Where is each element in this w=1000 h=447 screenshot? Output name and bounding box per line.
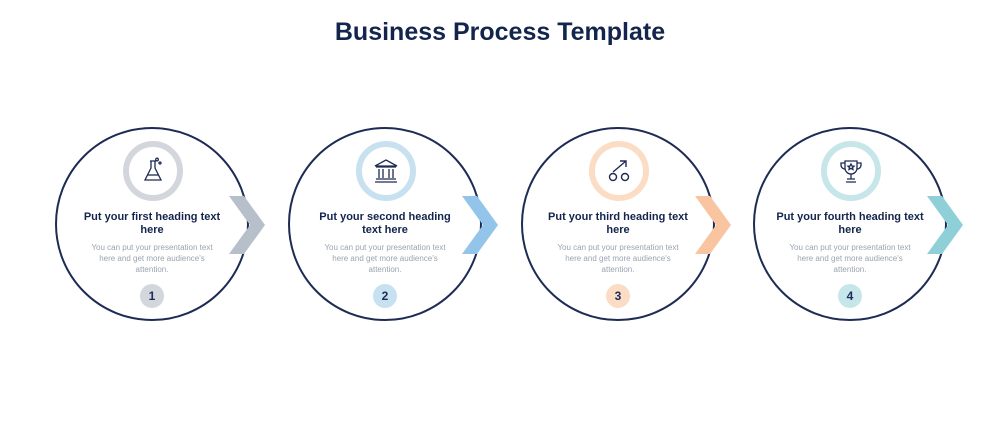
step-number-badge: 3 [606,284,630,308]
process-step-4: Put your fourth heading text here You ca… [753,127,947,321]
step-description: You can put your presentation text here … [324,243,446,274]
step-description: You can put your presentation text here … [91,243,213,274]
flask-icon [143,157,163,181]
chevron-arrow-2 [462,196,498,254]
trophy-icon [840,160,862,183]
step-heading: Put your second heading text here [319,211,451,236]
step-description: You can put your presentation text here … [557,243,679,274]
step-heading: Put your third heading text here [548,211,688,236]
icon-ring [356,141,416,201]
process-step-3: Put your third heading text here You can… [521,127,715,321]
icon-ring [821,141,881,201]
step-heading: Put your first heading text here [83,211,221,236]
bank-icon [374,159,398,183]
process-step-2: Put your second heading text here You ca… [288,127,482,321]
chevron-arrow-4 [927,196,963,254]
process-step-1: Put your first heading text here You can… [55,127,249,321]
icon-ring [123,141,183,201]
percent-icon [608,160,630,182]
step-number-badge: 2 [373,284,397,308]
chevron-arrow-1 [229,196,265,254]
step-number-badge: 4 [838,284,862,308]
page-title: Business Process Template [334,18,666,46]
step-heading: Put your fourth heading text here [776,211,924,236]
step-number-badge: 1 [140,284,164,308]
stock-image-id: 559715672 [2,335,16,435]
step-description: You can put your presentation text here … [789,243,911,274]
icon-ring [589,141,649,201]
chevron-arrow-3 [695,196,731,254]
